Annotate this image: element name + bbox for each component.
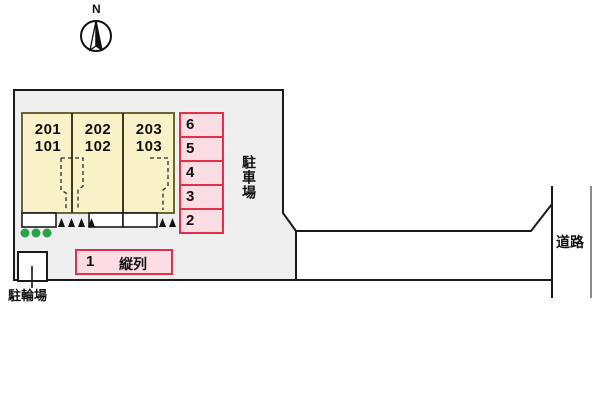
road-label: 道路 bbox=[556, 234, 584, 250]
parking-stall-label-2: 2 bbox=[186, 212, 195, 229]
parking-stall-label-3: 3 bbox=[186, 188, 195, 205]
balcony-box-1 bbox=[21, 212, 57, 228]
parking-lot-label: 駐車場 bbox=[241, 155, 257, 200]
balcony-box-3 bbox=[122, 212, 158, 228]
stair-outline-1 bbox=[60, 157, 84, 210]
unit-label-203: 203 bbox=[135, 121, 163, 138]
entrance-marker-group bbox=[58, 218, 176, 227]
parking-stall-group bbox=[179, 112, 224, 234]
parking-stall-3[interactable] bbox=[179, 184, 224, 210]
parking-stall-6[interactable] bbox=[179, 112, 224, 138]
parking-stall-2[interactable] bbox=[179, 208, 224, 234]
parking-stall-label-5: 5 bbox=[186, 140, 195, 157]
unit-label-201: 201 bbox=[34, 121, 62, 138]
parking-stall-1-tandem[interactable] bbox=[75, 249, 173, 275]
parking-stall-1-note: 縦列 bbox=[119, 256, 147, 272]
parking-stall-label-6: 6 bbox=[186, 116, 195, 133]
driveway-upper-edge bbox=[296, 203, 553, 232]
parking-stall-5[interactable] bbox=[179, 136, 224, 162]
bicycle-parking-label: 駐輪場 bbox=[8, 288, 48, 303]
compass-north-icon bbox=[80, 20, 112, 52]
unit-label-102: 102 bbox=[84, 138, 112, 155]
parking-stall-label-1: 1 bbox=[86, 253, 95, 270]
stair-outline-2 bbox=[150, 157, 169, 210]
greenery-dots bbox=[20, 228, 52, 238]
building-block bbox=[21, 112, 175, 214]
compass-north-label: N bbox=[92, 2, 101, 16]
unit-label-101: 101 bbox=[34, 138, 62, 155]
parking-stall-4[interactable] bbox=[179, 160, 224, 186]
unit-label-103: 103 bbox=[135, 138, 163, 155]
parking-stall-label-4: 4 bbox=[186, 164, 195, 181]
unit-label-202: 202 bbox=[84, 121, 112, 138]
